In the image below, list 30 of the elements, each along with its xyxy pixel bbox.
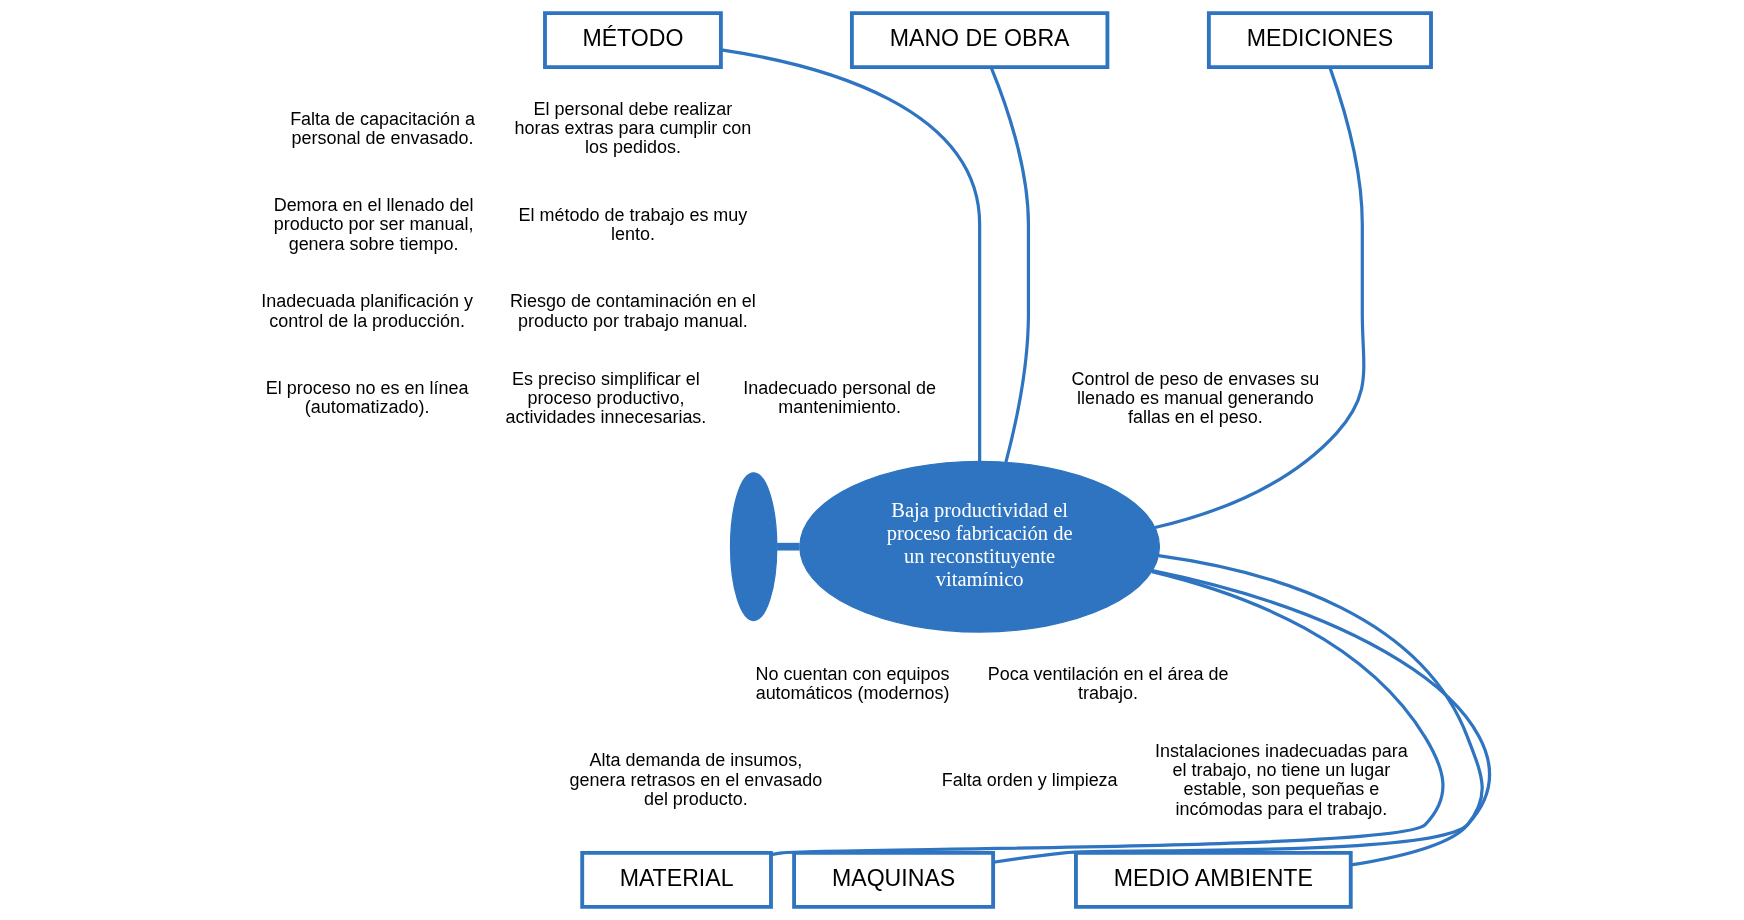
connector [721, 48, 982, 462]
connector [989, 66, 1031, 463]
label: Alta demanda de insumos, genera retrasos en el envasado del producto. [569, 750, 823, 809]
label: Poca ventilación en el área de trabajo. [987, 663, 1229, 704]
label: Demora en el llenado del producto por ser manual, genera sobre tiempo. [273, 195, 474, 254]
connector [1154, 67, 1366, 530]
node-ellipse: Baja productividad el proceso fabricación de un reconstituyente vitamínico [799, 460, 1161, 633]
connector [770, 570, 1445, 857]
label: Falta de capacitación a personal de envasado. [290, 108, 475, 148]
label: Control de peso de envases su llenado es manual generando fallas en el peso. [1071, 368, 1320, 428]
label: Falta orden y limpieza [941, 769, 1118, 790]
connector [1158, 554, 1484, 867]
label: Riesgo de contaminación en el producto por trabajo manual. [510, 291, 756, 331]
label: No cuentan con equipos automáticos (modernos) [755, 663, 950, 704]
label: Inadecuada planificación y control de la producción. [261, 291, 474, 331]
label: El proceso no es en línea (automatizado). [265, 378, 469, 418]
node-box: MATERIAL [580, 850, 773, 909]
node-box: MÉTODO [543, 11, 723, 70]
node-box: MEDIO AMBIENTE [1074, 850, 1353, 909]
connector [993, 569, 1491, 864]
node-box: MAQUINAS [792, 850, 996, 909]
node-box: MEDICIONES [1206, 11, 1433, 70]
label: El método de trabajo es muy lento. [518, 204, 748, 245]
label: Inadecuado personal de mantenimiento. [743, 378, 937, 418]
node-crescent [729, 472, 778, 622]
label: Es preciso simplificar el proceso productivo, actividades innecesarias. [505, 368, 707, 428]
label: Instalaciones inadecuadas para el trabajo, no tiene un lugar estable, son pequeñas e incómodas para el trabajo. [1155, 740, 1408, 819]
node-box: MANO DE OBRA [849, 11, 1110, 70]
label: El personal debe realizar horas extras para cumplir con los pedidos. [514, 98, 752, 158]
connector [777, 542, 800, 551]
